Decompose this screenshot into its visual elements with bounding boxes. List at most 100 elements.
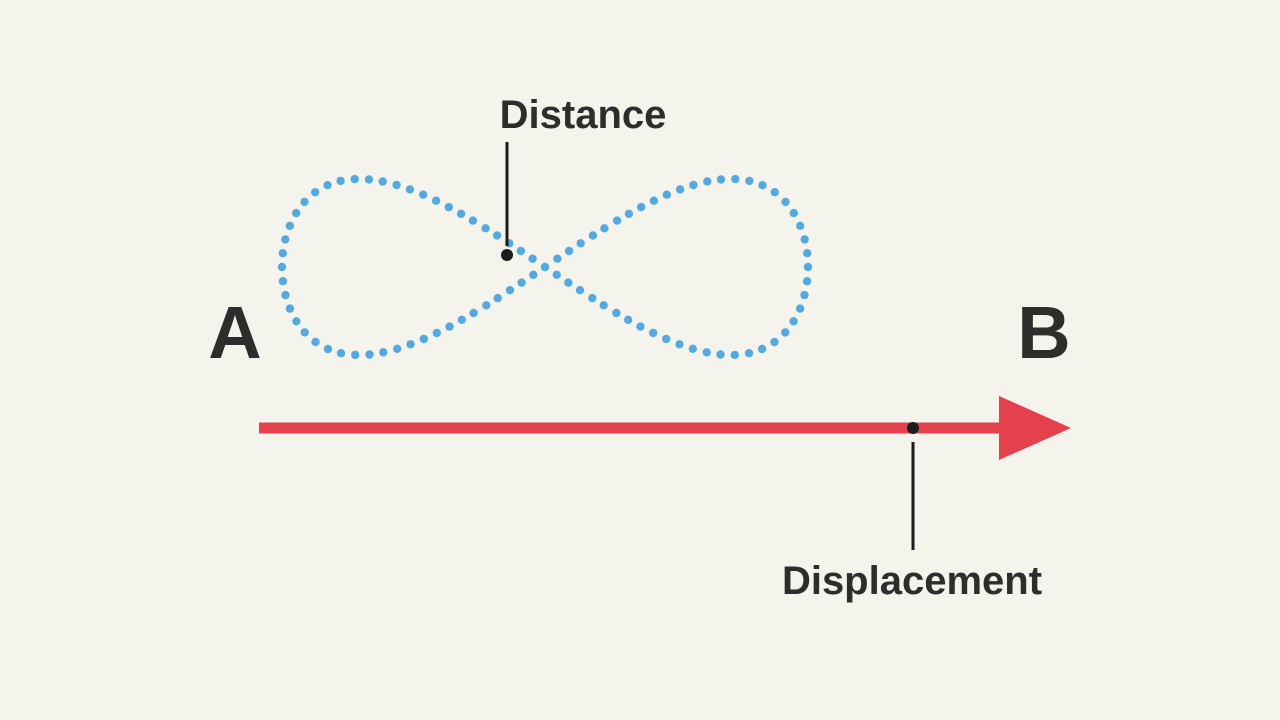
distance-pointer-dot xyxy=(501,249,513,261)
distance-label: Distance xyxy=(500,93,667,137)
path-dot xyxy=(468,216,478,225)
path-dot xyxy=(277,262,287,272)
path-dot xyxy=(493,293,502,303)
path-dot xyxy=(781,197,790,207)
path-dot xyxy=(419,190,428,199)
path-dot xyxy=(564,246,574,256)
path-dot xyxy=(675,340,684,349)
path-dot xyxy=(789,317,798,326)
path-dot xyxy=(730,350,739,360)
path-dot xyxy=(278,277,288,286)
path-dot xyxy=(393,344,402,353)
path-dot xyxy=(716,350,725,359)
path-dot xyxy=(292,208,301,218)
point-b-label: B xyxy=(1017,291,1070,374)
path-dot xyxy=(576,239,585,248)
path-dot xyxy=(731,174,740,184)
path-dot xyxy=(281,235,290,244)
path-dot xyxy=(365,350,374,359)
path-dot xyxy=(528,254,537,263)
path-dot xyxy=(516,246,526,256)
path-dot xyxy=(588,293,597,303)
path-dot xyxy=(796,221,805,230)
path-dot xyxy=(758,181,767,190)
path-dot xyxy=(800,235,809,244)
path-dot xyxy=(492,231,502,240)
path-dot xyxy=(405,185,415,194)
path-dot xyxy=(482,301,491,310)
path-dot xyxy=(285,221,294,230)
path-dot xyxy=(278,249,287,258)
path-dot xyxy=(431,196,441,205)
path-dot xyxy=(781,328,790,337)
displacement-arrow-head xyxy=(999,396,1071,460)
path-dot xyxy=(419,334,428,344)
path-dot xyxy=(281,290,290,300)
path-dot xyxy=(795,304,805,313)
path-dot xyxy=(600,224,609,233)
path-dot xyxy=(552,270,561,279)
path-dot xyxy=(406,340,415,349)
displacement-label: Displacement xyxy=(782,559,1042,603)
path-dot xyxy=(351,350,360,360)
path-dot xyxy=(432,328,441,338)
path-dot xyxy=(300,328,309,337)
path-dot xyxy=(744,349,754,358)
path-dot xyxy=(469,308,478,318)
path-dot xyxy=(689,180,698,190)
path-dot xyxy=(612,308,621,318)
path-dot xyxy=(517,278,526,287)
path-dot xyxy=(336,349,346,358)
path-dot xyxy=(803,262,813,272)
path-dot xyxy=(703,177,712,186)
path-dot xyxy=(636,322,645,331)
path-dot xyxy=(311,337,320,347)
path-dot xyxy=(323,344,333,354)
displacement-pointer-dot xyxy=(907,422,919,434)
path-dot xyxy=(662,190,671,199)
path-dot xyxy=(292,317,301,326)
path-dot xyxy=(445,322,454,331)
path-dot xyxy=(599,301,608,310)
path-dot xyxy=(444,202,453,212)
path-dot xyxy=(540,262,550,272)
path-dot xyxy=(379,348,388,357)
path-dot xyxy=(803,249,812,258)
path-dot xyxy=(392,180,401,190)
path-dot xyxy=(456,209,466,218)
path-dot xyxy=(770,337,779,347)
path-dot xyxy=(757,344,767,354)
path-dot xyxy=(649,328,658,338)
path-dot xyxy=(716,175,726,184)
distance-path-curve xyxy=(277,174,813,360)
path-dot xyxy=(311,188,320,197)
path-dot xyxy=(457,315,466,324)
path-dot xyxy=(564,278,573,287)
path-dot xyxy=(378,177,387,186)
path-dot xyxy=(745,176,754,186)
path-dot xyxy=(529,270,538,279)
path-dot xyxy=(612,216,622,225)
path-dot xyxy=(624,209,634,218)
path-dot xyxy=(702,348,711,357)
path-dot xyxy=(675,185,685,194)
path-dot xyxy=(505,286,515,295)
path-dot xyxy=(481,224,490,233)
path-dot xyxy=(336,176,345,186)
point-a-label: A xyxy=(208,291,261,374)
path-dot xyxy=(364,175,374,184)
path-dot xyxy=(285,304,295,313)
path-dot xyxy=(789,208,798,218)
path-dot xyxy=(637,202,646,212)
path-dot xyxy=(802,277,812,286)
path-dot xyxy=(688,344,697,353)
path-dot xyxy=(770,188,779,197)
path-dot xyxy=(662,334,671,344)
path-dot xyxy=(800,290,809,300)
path-dot xyxy=(323,181,332,190)
path-dot xyxy=(624,315,633,324)
path-dot xyxy=(649,196,659,205)
path-dot xyxy=(588,231,598,240)
